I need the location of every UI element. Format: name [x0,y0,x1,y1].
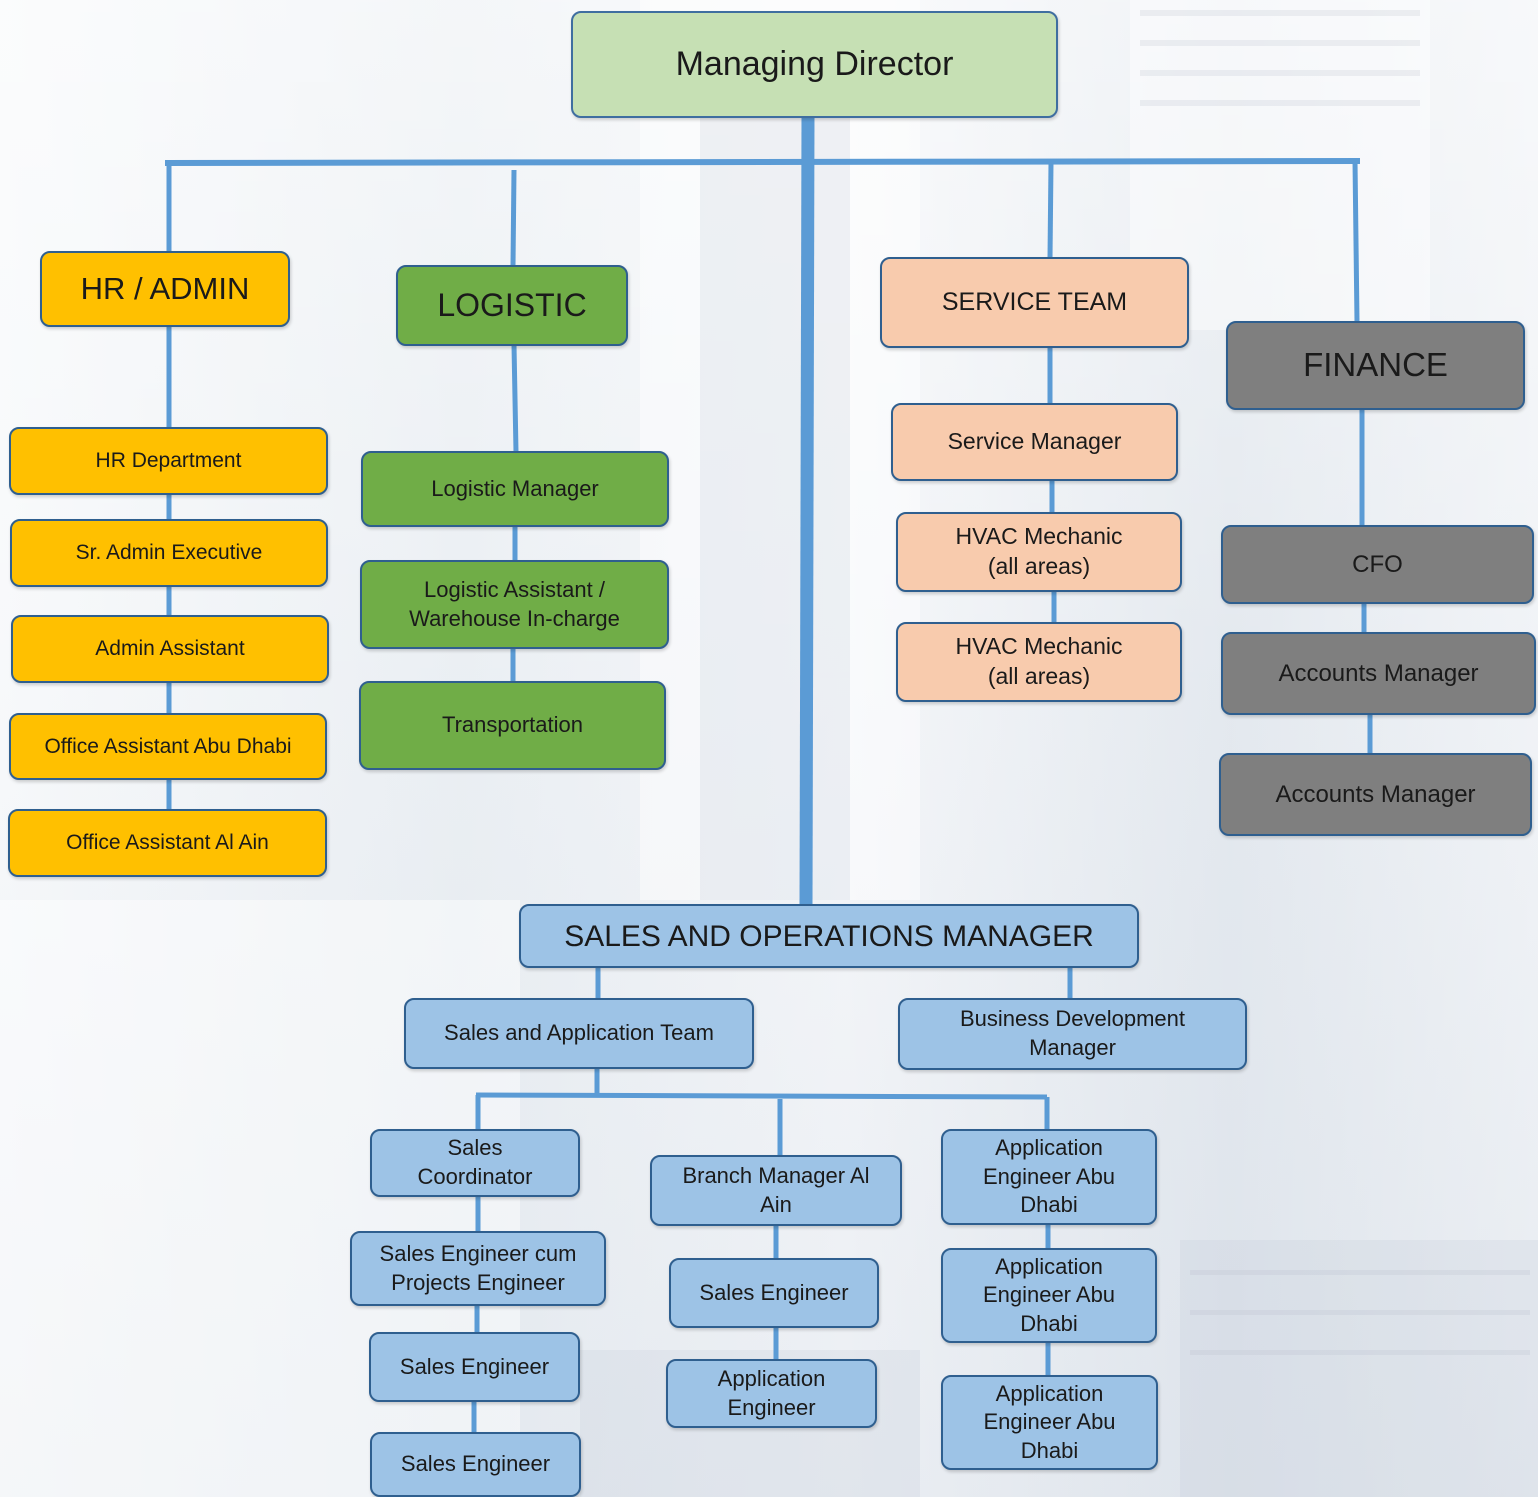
sr-admin-executive-label: Sr. Admin Executive [75,541,263,565]
cfo-label: CFO [1352,550,1403,578]
transportation-box: Transportation [359,681,666,770]
office-assistant-abu-dhabi-label: Office Assistant Abu Dhabi [44,734,292,758]
office-assistant-abu-dhabi-box: Office Assistant Abu Dhabi [9,713,327,780]
accounts-manager-label-1: Accounts Manager [1278,659,1479,687]
accounts-manager-box-1: Accounts Manager [1221,632,1536,715]
service-team-head-label: SERVICE TEAM [941,288,1128,317]
hvac-mechanic-label-1: HVAC Mechanic (all areas) [955,523,1123,579]
logistic-head: LOGISTIC [396,265,628,346]
sales-engineer-projects-label: Sales Engineer cum Projects Engineer [379,1240,577,1295]
admin-assistant-box: Admin Assistant [11,615,329,683]
logistic-manager-box: Logistic Manager [361,451,669,527]
office-assistant-al-ain-box: Office Assistant Al Ain [8,809,327,877]
sales-coordinator-box: Sales Coordinator [370,1129,580,1197]
sales-engineer-box-3: Sales Engineer [669,1258,879,1328]
managing-director-box: Managing Director [571,11,1058,118]
sales-operations-manager-box: SALES AND OPERATIONS MANAGER [519,904,1139,968]
sales-engineer-label-1: Sales Engineer [399,1353,550,1379]
branch-manager-al-ain-box: Branch Manager Al Ain [650,1155,902,1226]
business-development-manager-label: Business Development Manager [959,1006,1185,1060]
hr-admin-head-label: HR / ADMIN [80,270,250,306]
sales-application-team-box: Sales and Application Team [404,998,754,1069]
application-engineer-label: Application Engineer [717,1365,826,1420]
hr-admin-head: HR / ADMIN [40,251,290,327]
logistic-assistant-label: Logistic Assistant / Warehouse In-charge [409,576,620,631]
transportation-label: Transportation [441,712,584,738]
logistic-manager-label: Logistic Manager [431,475,599,501]
office-assistant-al-ain-label: Office Assistant Al Ain [66,831,269,855]
accounts-manager-box-2: Accounts Manager [1219,753,1532,836]
application-engineer-abu-dhabi-label-1: Application Engineer Abu Dhabi [982,1135,1116,1218]
sales-coordinator-label: Sales Coordinator [417,1135,533,1189]
accounts-manager-label-2: Accounts Manager [1275,780,1476,808]
application-engineer-abu-dhabi-box-1: Application Engineer Abu Dhabi [941,1129,1157,1225]
business-development-manager-box: Business Development Manager [898,998,1247,1070]
hr-department-box: HR Department [9,427,328,495]
hvac-mechanic-box-1: HVAC Mechanic (all areas) [896,512,1182,592]
cfo-box: CFO [1221,525,1534,604]
branch-manager-al-ain-label: Branch Manager Al Ain [682,1162,870,1217]
finance-head-label: FINANCE [1303,346,1448,384]
sales-engineer-box-2: Sales Engineer [370,1432,581,1497]
hvac-mechanic-box-2: HVAC Mechanic (all areas) [896,622,1182,702]
service-manager-label: Service Manager [947,428,1122,455]
service-team-head: SERVICE TEAM [880,257,1189,348]
hvac-mechanic-label-2: HVAC Mechanic (all areas) [955,633,1123,689]
sales-engineer-label-2: Sales Engineer [400,1451,551,1477]
finance-head: FINANCE [1226,321,1525,410]
application-engineer-box: Application Engineer [666,1359,877,1428]
hr-department-label: HR Department [95,449,242,473]
sales-engineer-box-1: Sales Engineer [369,1332,580,1402]
admin-assistant-label: Admin Assistant [95,637,245,661]
application-engineer-abu-dhabi-label-2: Application Engineer Abu Dhabi [982,1253,1116,1336]
managing-director-label: Managing Director [675,45,954,84]
sales-engineer-projects-box: Sales Engineer cum Projects Engineer [350,1231,606,1306]
sales-engineer-label-3: Sales Engineer [699,1279,849,1305]
sales-operations-manager-label: SALES AND OPERATIONS MANAGER [564,919,1094,953]
logistic-head-label: LOGISTIC [437,286,587,323]
sales-application-team-label: Sales and Application Team [444,1020,714,1046]
application-engineer-abu-dhabi-box-3: Application Engineer Abu Dhabi [941,1375,1158,1470]
application-engineer-abu-dhabi-box-2: Application Engineer Abu Dhabi [941,1248,1157,1343]
application-engineer-abu-dhabi-label-3: Application Engineer Abu Dhabi [983,1380,1116,1463]
service-manager-box: Service Manager [891,403,1178,481]
logistic-assistant-box: Logistic Assistant / Warehouse In-charge [360,560,669,649]
sr-admin-executive-box: Sr. Admin Executive [10,519,328,587]
